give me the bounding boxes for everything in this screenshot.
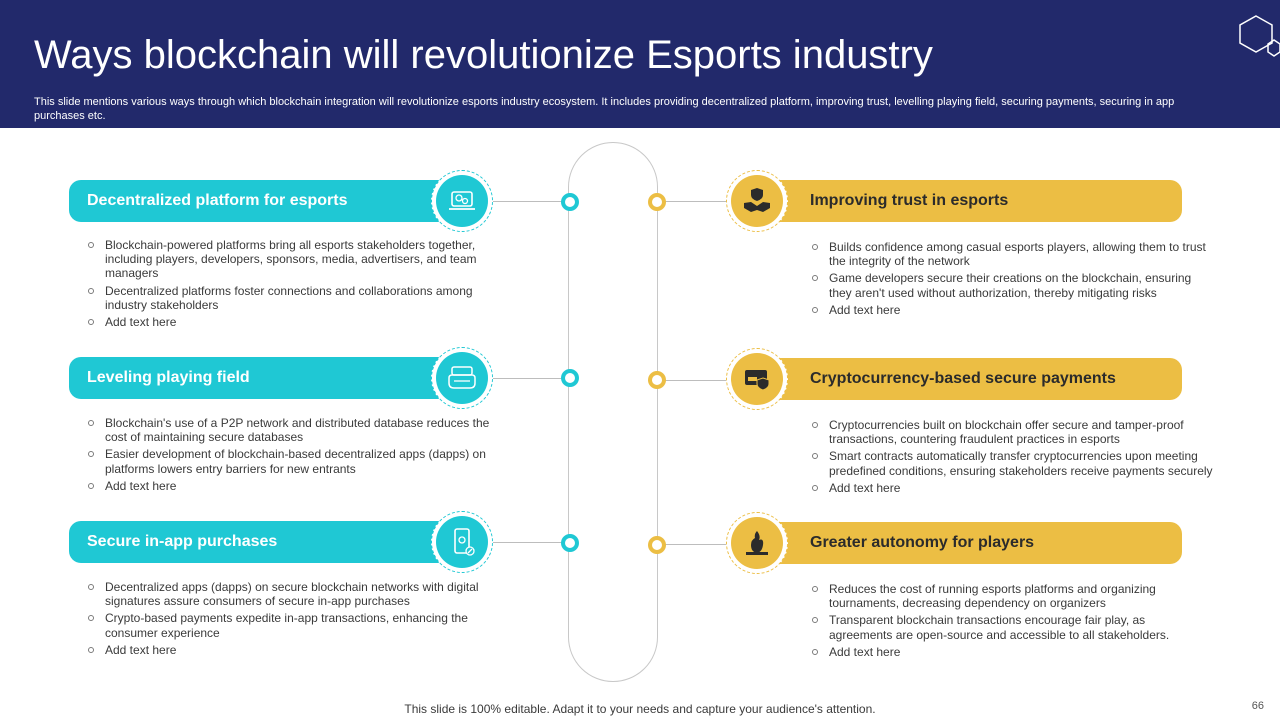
right-card-3-title: Greater autonomy for players	[732, 522, 1182, 564]
left-card-2-bullets: Blockchain's use of a P2P network and di…	[86, 416, 496, 496]
left-node-3	[561, 534, 579, 552]
right-connector-1	[664, 201, 726, 202]
left-card-1-bullets: Blockchain-powered platforms bring all e…	[86, 238, 486, 332]
right-card-1-title: Improving trust in esports	[732, 180, 1182, 222]
secure-pay-card-icon	[745, 370, 770, 391]
list-item: Decentralized apps (dapps) on secure blo…	[86, 580, 486, 608]
right-node-1	[648, 193, 666, 211]
footer-note: This slide is 100% editable. Adapt it to…	[404, 702, 876, 716]
left-node-2	[561, 369, 579, 387]
hexagon-logo-icon	[1239, 15, 1280, 57]
timeline-spine	[568, 142, 658, 682]
left-card-2-title: Leveling playing field	[69, 357, 469, 399]
list-item: Transparent blockchain transactions enco…	[810, 613, 1210, 642]
mobile-purchase-icon	[454, 528, 475, 556]
right-card-2-bullets: Cryptocurrencies built on blockchain off…	[810, 418, 1230, 498]
right-connector-2	[664, 380, 726, 381]
right-card-1-icon-ring	[726, 170, 788, 232]
list-item: Blockchain's use of a P2P network and di…	[86, 416, 496, 444]
list-item: Smart contracts automatically transfer c…	[810, 449, 1230, 478]
list-item: Cryptocurrencies built on blockchain off…	[810, 418, 1230, 446]
decentralized-platform-icon	[449, 191, 475, 210]
left-node-1	[561, 193, 579, 211]
game-console-icon	[448, 366, 476, 389]
header-banner: Ways blockchain will revolutionize Espor…	[0, 0, 1280, 128]
right-card-2-icon-core	[731, 353, 783, 405]
list-item: Easier development of blockchain-based d…	[86, 447, 496, 476]
list-item: Reduces the cost of running esports plat…	[810, 582, 1210, 610]
left-card-1-title: Decentralized platform for esports	[69, 180, 469, 222]
list-item: Add text here	[86, 315, 486, 329]
handshake-shield-icon	[744, 188, 770, 212]
left-card-3-title-text: Secure in-app purchases	[87, 533, 278, 550]
list-item: Crypto-based payments expedite in-app tr…	[86, 611, 486, 640]
right-card-3-icon-core	[731, 517, 783, 569]
list-item: Builds confidence among casual esports p…	[810, 240, 1210, 268]
right-card-3-bullets: Reduces the cost of running esports plat…	[810, 582, 1210, 662]
page-subtitle: This slide mentions various ways through…	[34, 96, 1175, 122]
left-card-2-icon-ring	[431, 347, 493, 409]
left-card-2-icon-core	[436, 352, 488, 404]
left-connector-3	[493, 542, 563, 543]
left-card-3-icon-ring	[431, 511, 493, 573]
list-item: Add text here	[810, 303, 1210, 317]
left-connector-2	[493, 378, 563, 379]
list-item: Add text here	[86, 643, 486, 657]
left-connector-1	[493, 201, 563, 202]
left-card-1-icon-ring	[431, 170, 493, 232]
right-card-2-icon-ring	[726, 348, 788, 410]
right-card-3-icon-ring	[726, 512, 788, 574]
left-card-2-title-text: Leveling playing field	[87, 369, 250, 386]
right-card-1-bullets: Builds confidence among casual esports p…	[810, 240, 1210, 320]
list-item: Add text here	[86, 479, 496, 493]
right-card-2-title: Cryptocurrency-based secure payments	[732, 358, 1182, 400]
list-item: Add text here	[810, 481, 1230, 495]
right-card-2-title-text: Cryptocurrency-based secure payments	[810, 370, 1116, 387]
page-title: Ways blockchain will revolutionize Espor…	[34, 33, 933, 77]
list-item: Blockchain-powered platforms bring all e…	[86, 238, 486, 281]
left-card-3-bullets: Decentralized apps (dapps) on secure blo…	[86, 580, 486, 660]
page-number: 66	[1251, 700, 1264, 712]
player-autonomy-icon	[746, 531, 768, 555]
right-card-1-icon-core	[731, 175, 783, 227]
left-card-1-title-text: Decentralized platform for esports	[87, 192, 348, 209]
right-node-2	[648, 371, 666, 389]
right-connector-3	[664, 544, 726, 545]
left-card-1-icon-core	[436, 175, 488, 227]
left-card-3-title: Secure in-app purchases	[69, 521, 469, 563]
left-card-3-icon-core	[436, 516, 488, 568]
list-item: Add text here	[810, 645, 1210, 659]
right-card-3-title-text: Greater autonomy for players	[810, 534, 1035, 551]
right-node-3	[648, 536, 666, 554]
right-card-1-title-text: Improving trust in esports	[810, 192, 1009, 209]
list-item: Game developers secure their creations o…	[810, 271, 1210, 300]
list-item: Decentralized platforms foster connectio…	[86, 284, 486, 312]
